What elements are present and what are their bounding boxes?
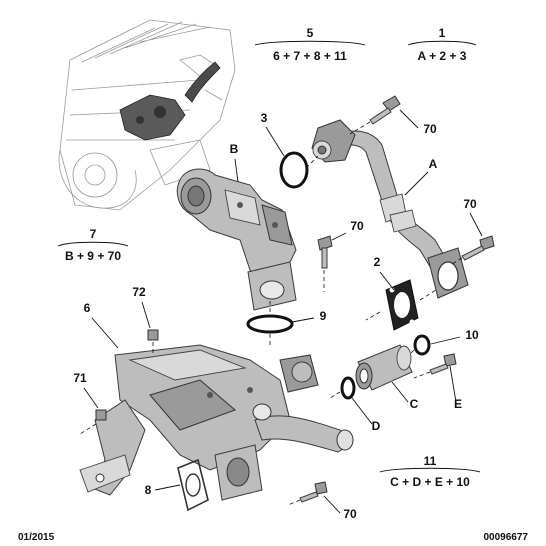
label-2: 2: [374, 255, 381, 269]
label-e: E: [454, 397, 462, 411]
callout-7-brace: [57, 241, 129, 247]
part-a-egr-pipe: [311, 119, 469, 299]
label-71: 71: [73, 371, 87, 385]
callout-11-number: 11: [424, 454, 437, 468]
part-d-seal-ring: [340, 376, 356, 400]
callout-11-formula: C + D + E + 10: [390, 475, 470, 489]
callout-5-number: 5: [307, 26, 314, 40]
part-2-gasket: [385, 279, 419, 331]
bolt-70-top: [349, 95, 401, 135]
label-d: D: [372, 419, 381, 433]
callout-7-number: 7: [90, 227, 97, 241]
bolt-70-bottom: [287, 481, 328, 506]
callout-5-brace: [254, 40, 366, 46]
callout-7-formula: B + 9 + 70: [65, 249, 121, 263]
label-10: 10: [465, 328, 479, 342]
part-6-egr-cooler: [79, 344, 354, 501]
callout-1-formula: A + 2 + 3: [418, 49, 467, 63]
label-9: 9: [320, 309, 327, 323]
label-70-mid: 70: [350, 219, 364, 233]
callout-11-brace: [379, 467, 481, 473]
callout-1-brace: [407, 40, 477, 46]
bolt-71: [79, 409, 107, 435]
label-72: 72: [132, 285, 146, 299]
footer-reference: 00096677: [484, 532, 529, 543]
callout-5-formula: 6 + 7 + 8 + 11: [273, 49, 347, 63]
footer-date: 01/2015: [18, 532, 55, 543]
label-6: 6: [84, 301, 91, 315]
part-c-connector: [355, 344, 413, 391]
label-3: 3: [261, 111, 268, 125]
label-b: B: [230, 142, 239, 156]
label-a: A: [429, 157, 438, 171]
bolt-70-right: [451, 235, 495, 265]
engine-locator-illustration: [58, 19, 236, 211]
bolt-70-mid: [317, 235, 333, 292]
part-8-gasket: [177, 458, 209, 512]
label-c: C: [410, 397, 419, 411]
label-70-top: 70: [423, 122, 437, 136]
label-8: 8: [145, 483, 152, 497]
part-10-seal-ring: [413, 334, 431, 356]
part-9-seal-ring: [246, 314, 294, 334]
callout-1-number: 1: [439, 26, 446, 40]
part-b-egr-valve: [176, 168, 297, 311]
label-70-right: 70: [463, 197, 477, 211]
label-70-bottom: 70: [343, 507, 357, 521]
part-e-bolt: [413, 353, 457, 379]
bolt-72: [147, 329, 159, 356]
part-3-seal-ring: [279, 151, 309, 189]
